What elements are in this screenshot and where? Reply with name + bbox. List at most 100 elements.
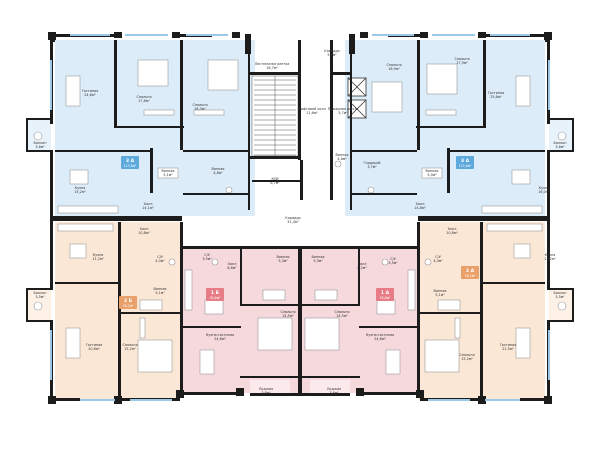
bed-icon bbox=[137, 59, 169, 87]
furniture bbox=[33, 59, 567, 375]
kitchen-counter-icon bbox=[184, 269, 193, 311]
svg-text:5,3м²: 5,3м² bbox=[313, 259, 323, 263]
svg-text:14,5м²: 14,5м² bbox=[282, 314, 294, 318]
badge-2a-right[interactable]: 2 А 78,1м² bbox=[461, 266, 479, 279]
room-label: Коридор bbox=[285, 216, 300, 220]
badge-2b-left[interactable]: 2 Б 76,2м² bbox=[119, 296, 137, 309]
svg-text:С/У: С/У bbox=[435, 255, 442, 259]
svg-text:Спальня: Спальня bbox=[280, 310, 295, 314]
svg-text:24,8м²: 24,8м² bbox=[374, 337, 386, 341]
bathtub-icon bbox=[437, 299, 461, 311]
room-area: 5,7м² bbox=[338, 111, 348, 115]
bathtub-icon bbox=[421, 167, 443, 179]
loggia-right-fill bbox=[310, 380, 350, 394]
svg-text:Ванная: Ванная bbox=[154, 287, 167, 291]
dining-table-icon bbox=[376, 299, 396, 315]
staircase bbox=[251, 75, 299, 157]
svg-text:5,0м²: 5,0м² bbox=[427, 173, 437, 177]
room-area: 11,6м² bbox=[306, 111, 318, 115]
balcony-table-icon bbox=[33, 301, 43, 311]
toilet-icon bbox=[334, 160, 342, 168]
sofa-icon bbox=[515, 75, 531, 107]
svg-text:Лоджия: Лоджия bbox=[259, 387, 273, 391]
balcony-table-icon bbox=[33, 131, 43, 141]
svg-text:24,6м²: 24,6м² bbox=[84, 93, 96, 97]
svg-text:3,6м²: 3,6м² bbox=[261, 391, 271, 395]
badge-1a-right[interactable]: 1 А 55,8м² bbox=[376, 288, 394, 301]
svg-text:Лоджия: Лоджия bbox=[327, 387, 341, 391]
svg-text:Балкон: Балкон bbox=[34, 291, 47, 295]
svg-text:55,8м²: 55,8м² bbox=[380, 296, 392, 300]
svg-text:55,8м²: 55,8м² bbox=[210, 296, 222, 300]
svg-text:76,2м²: 76,2м² bbox=[123, 304, 135, 308]
room-label: Лестничная клетка bbox=[255, 62, 290, 66]
sofa-icon bbox=[515, 327, 531, 359]
kitchen-counter-icon bbox=[486, 223, 543, 232]
svg-text:Ванная: Ванная bbox=[434, 289, 447, 293]
svg-text:Балкон: Балкон bbox=[554, 291, 567, 295]
svg-text:3,5м²: 3,5м² bbox=[388, 261, 398, 265]
svg-text:Ванная: Ванная bbox=[426, 169, 439, 173]
svg-text:Ванная: Ванная bbox=[162, 169, 175, 173]
svg-text:Гостиная: Гостиная bbox=[488, 91, 505, 95]
svg-text:Спальня: Спальня bbox=[192, 103, 207, 107]
room-area: 16,7м² bbox=[266, 66, 278, 70]
badge-1b-left[interactable]: 1 Б 55,8м² bbox=[206, 288, 224, 301]
svg-text:С/У: С/У bbox=[204, 253, 211, 257]
svg-text:Спальня: Спальня bbox=[454, 57, 469, 61]
svg-text:5,1м²: 5,1м² bbox=[163, 173, 173, 177]
badge-3a-right[interactable]: 3 А 115,6м² bbox=[456, 156, 474, 169]
svg-text:11,2м²: 11,2м² bbox=[544, 257, 556, 261]
svg-text:15,2м²: 15,2м² bbox=[461, 357, 473, 361]
svg-text:3,6м²: 3,6м² bbox=[555, 145, 565, 149]
bathtub-icon bbox=[157, 167, 179, 179]
svg-text:3 А: 3 А bbox=[461, 158, 470, 164]
svg-text:21,5м²: 21,5м² bbox=[502, 347, 514, 351]
svg-text:17,9м²: 17,9м² bbox=[456, 61, 468, 65]
wardrobe-icon bbox=[193, 109, 225, 116]
svg-text:3,5м²: 3,5м² bbox=[202, 257, 212, 261]
dining-table-icon bbox=[513, 243, 531, 259]
svg-text:Кухня: Кухня bbox=[545, 253, 556, 257]
kitchen-counter-icon bbox=[407, 269, 416, 311]
svg-text:3 А: 3 А bbox=[126, 158, 135, 164]
bathtub-icon bbox=[139, 299, 163, 311]
room-area: 5,6м² bbox=[327, 53, 337, 57]
apartment-badges: 3 А 113,8м² 3 А 115,6м² 2 Б 76,2м² 2 А 7… bbox=[119, 156, 479, 309]
svg-text:Спальня: Спальня bbox=[459, 353, 474, 357]
svg-text:5,1м²: 5,1м² bbox=[155, 291, 165, 295]
toilet-icon bbox=[367, 186, 375, 194]
svg-text:Холл: Холл bbox=[140, 227, 149, 231]
svg-text:25,6м²: 25,6м² bbox=[490, 95, 502, 99]
svg-text:Ванная: Ванная bbox=[336, 153, 349, 157]
svg-text:24,8м²: 24,8м² bbox=[214, 337, 226, 341]
svg-text:17,6м²: 17,6м² bbox=[138, 99, 150, 103]
svg-text:3,6м²: 3,6м² bbox=[35, 145, 45, 149]
svg-text:2 Б: 2 Б bbox=[124, 298, 133, 304]
svg-text:3,6м²: 3,6м² bbox=[329, 391, 339, 395]
wardrobe-icon bbox=[143, 109, 175, 116]
svg-text:4,8м²: 4,8м² bbox=[337, 157, 347, 161]
badge-3a-left[interactable]: 3 А 113,8м² bbox=[121, 156, 139, 169]
bathtub-icon bbox=[314, 289, 338, 301]
svg-text:5,1м²: 5,1м² bbox=[435, 293, 445, 297]
svg-text:Ванная: Ванная bbox=[277, 255, 290, 259]
svg-text:4,8м²: 4,8м² bbox=[213, 171, 223, 175]
svg-text:Спальня: Спальня bbox=[136, 95, 151, 99]
bed-icon bbox=[257, 317, 293, 351]
loggia-left-fill bbox=[250, 380, 290, 394]
svg-text:С/У: С/У bbox=[390, 257, 397, 261]
wardrobe-icon bbox=[139, 317, 146, 339]
toilet-icon bbox=[225, 186, 233, 194]
svg-text:Холл: Холл bbox=[144, 202, 153, 206]
dining-table-icon bbox=[204, 299, 224, 315]
svg-text:5,3м²: 5,3м² bbox=[278, 259, 288, 263]
svg-text:Спальня: Спальня bbox=[122, 343, 137, 347]
dining-table-icon bbox=[511, 169, 531, 185]
svg-text:14,8м²: 14,8м² bbox=[414, 206, 426, 210]
svg-text:Холл: Холл bbox=[358, 262, 367, 266]
room-label: Лифтовой холл bbox=[298, 107, 325, 111]
toilet-icon bbox=[381, 258, 389, 266]
svg-text:16,3м²: 16,3м² bbox=[194, 107, 206, 111]
